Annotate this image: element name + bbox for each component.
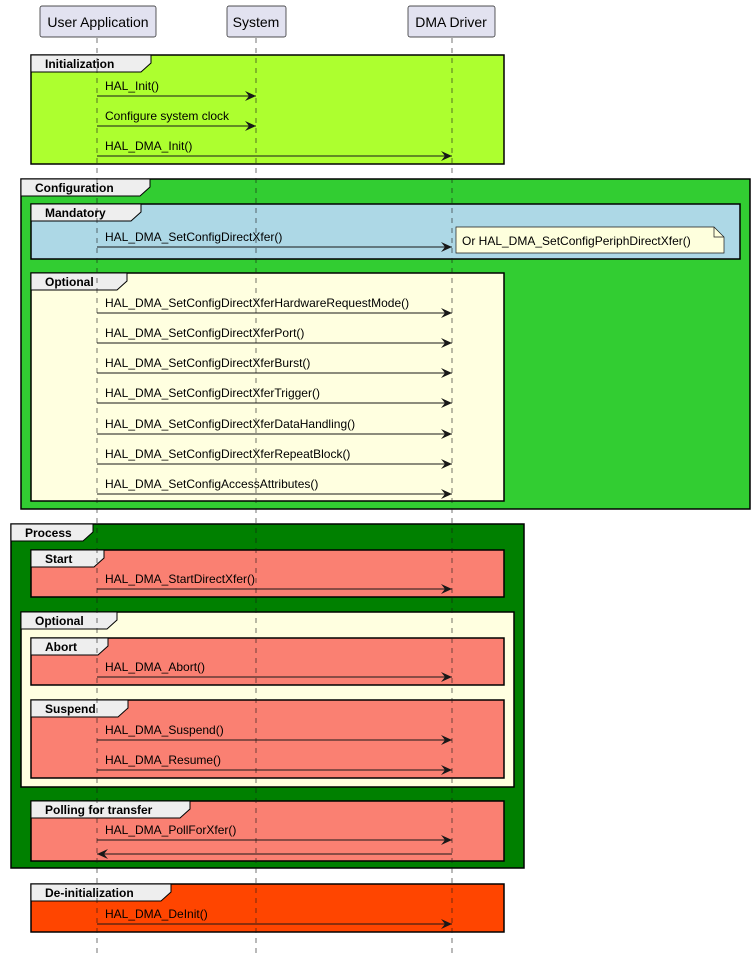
message-label-abort: HAL_DMA_Abort() bbox=[105, 660, 205, 674]
group-label-process: Process bbox=[25, 526, 72, 540]
participant-dma-driver: DMA Driver bbox=[407, 5, 496, 38]
message-label-xfer-port: HAL_DMA_SetConfigDirectXferPort() bbox=[105, 326, 304, 340]
group-label-polling: Polling for transfer bbox=[45, 803, 153, 817]
note-text-periph-direct-xfer: Or HAL_DMA_SetConfigPeriphDirectXfer() bbox=[462, 234, 691, 248]
message-label-xfer-repeat-block: HAL_DMA_SetConfigDirectXferRepeatBlock() bbox=[105, 447, 350, 461]
group-label-initialization: Initialization bbox=[45, 57, 114, 71]
group-label-configuration: Configuration bbox=[35, 181, 114, 195]
messages bbox=[97, 91, 452, 929]
message-label-suspend: HAL_DMA_Suspend() bbox=[105, 723, 224, 737]
message-label-configure-clock: Configure system clock bbox=[105, 109, 230, 123]
note-periph-direct-xfer: Or HAL_DMA_SetConfigPeriphDirectXfer() bbox=[455, 226, 725, 254]
participant-user-app: User Application bbox=[39, 5, 157, 38]
group-label-deinit: De-initialization bbox=[45, 886, 134, 900]
group-config-optional: Optional bbox=[30, 272, 505, 502]
lifelines bbox=[96, 38, 453, 955]
group-suspend: Suspend bbox=[30, 699, 505, 779]
message-labels: HAL_Init() Configure system clock HAL_DM… bbox=[105, 79, 409, 921]
participant-label-user-app: User Application bbox=[47, 14, 148, 30]
group-label-process-optional: Optional bbox=[35, 614, 84, 628]
message-label-xfer-trigger: HAL_DMA_SetConfigDirectXferTrigger() bbox=[105, 386, 320, 400]
message-label-dma-init: HAL_DMA_Init() bbox=[105, 139, 192, 153]
group-label-start: Start bbox=[45, 552, 72, 566]
message-label-hw-request-mode: HAL_DMA_SetConfigDirectXferHardwareReque… bbox=[105, 296, 409, 310]
message-label-poll-for-xfer: HAL_DMA_PollForXfer() bbox=[105, 823, 236, 837]
group-initialization: Initialization bbox=[30, 54, 505, 165]
message-label-deinit: HAL_DMA_DeInit() bbox=[105, 907, 208, 921]
message-label-resume: HAL_DMA_Resume() bbox=[105, 753, 221, 767]
message-label-access-attributes: HAL_DMA_SetConfigAccessAttributes() bbox=[105, 477, 318, 491]
group-polling: Polling for transfer bbox=[30, 800, 505, 862]
participant-system: System bbox=[226, 5, 287, 38]
participant-label-system: System bbox=[233, 14, 280, 30]
message-label-start-direct-xfer: HAL_DMA_StartDirectXfer() bbox=[105, 572, 255, 586]
group-deinit: De-initialization bbox=[30, 883, 505, 933]
message-label-set-direct-xfer: HAL_DMA_SetConfigDirectXfer() bbox=[105, 230, 282, 244]
group-label-suspend: Suspend bbox=[45, 702, 96, 716]
group-start: Start bbox=[30, 549, 505, 598]
group-label-config-optional: Optional bbox=[45, 275, 94, 289]
group-abort: Abort bbox=[30, 637, 505, 686]
group-label-mandatory: Mandatory bbox=[45, 206, 106, 220]
participant-label-dma-driver: DMA Driver bbox=[415, 14, 487, 30]
message-label-xfer-burst: HAL_DMA_SetConfigDirectXferBurst() bbox=[105, 356, 310, 370]
group-label-abort: Abort bbox=[45, 640, 77, 654]
message-label-xfer-data-handling: HAL_DMA_SetConfigDirectXferDataHandling(… bbox=[105, 417, 355, 431]
message-label-hal-init: HAL_Init() bbox=[105, 79, 159, 93]
